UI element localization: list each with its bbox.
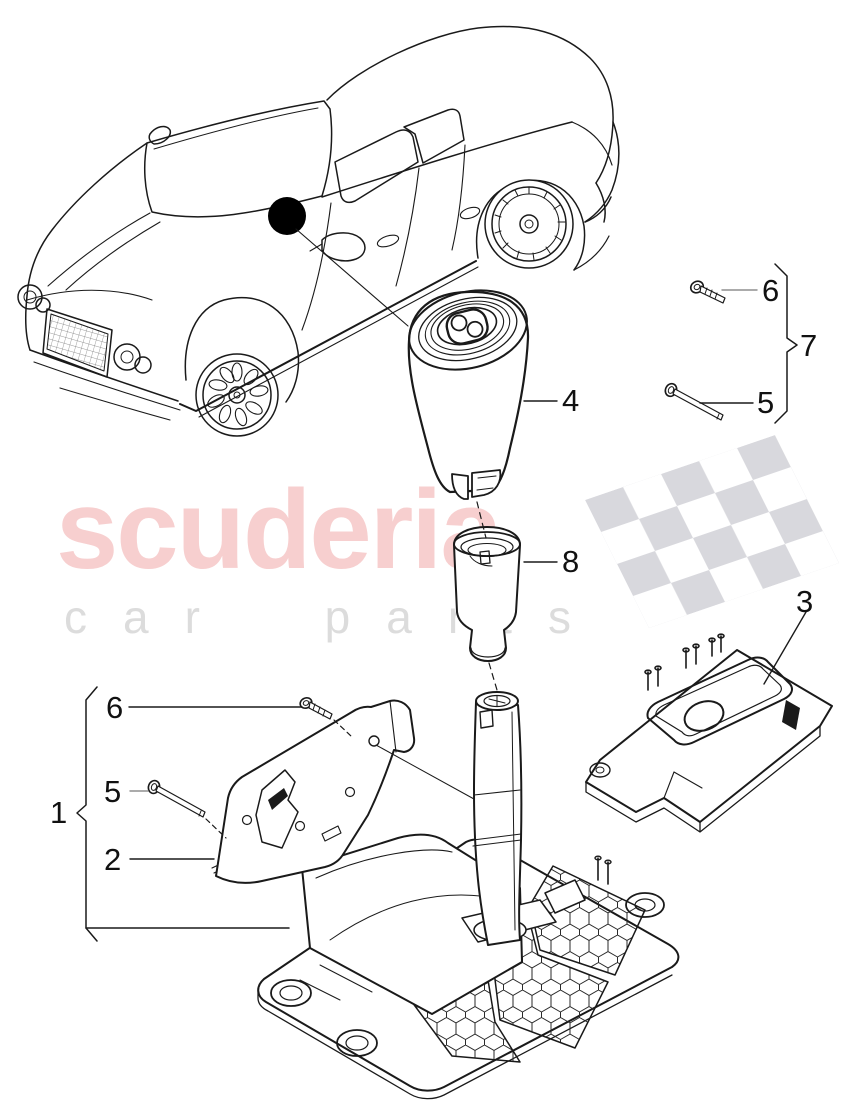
callout-cover-plate: 2 (104, 842, 122, 877)
callout-screw-short-right: 6 (762, 273, 780, 308)
boot-sleeve-part (453, 526, 521, 662)
callout-gear-knob: 4 (562, 383, 580, 418)
screw-long-left (147, 779, 206, 818)
assembly-guide-lines (205, 501, 498, 839)
screw-short-left (299, 697, 333, 720)
callout-screw-group-right: 7 (800, 328, 818, 363)
gear-knob-part (407, 289, 530, 500)
callout-leader-lines (128, 289, 807, 860)
callout-screw-long-right: 5 (757, 385, 775, 420)
callout-screw-short-left: 6 (106, 690, 124, 725)
callout-screw-long-left: 5 (104, 774, 122, 809)
callout-group-left: 1 (50, 795, 68, 830)
checkered-flag-watermark (585, 435, 839, 628)
callout-boot-sleeve: 8 (562, 544, 580, 579)
shift-shaft (472, 691, 523, 946)
car-illustration (17, 25, 620, 437)
screw-short-right (689, 280, 726, 304)
screw-long-right (664, 382, 724, 421)
callout-mounting-frame: 3 (796, 584, 814, 619)
cover-plate-part (215, 699, 416, 884)
brand-watermark: scuderia (56, 467, 503, 592)
location-dot (268, 197, 306, 235)
group-brackets (76, 263, 798, 942)
mounting-frame-part (585, 633, 833, 833)
